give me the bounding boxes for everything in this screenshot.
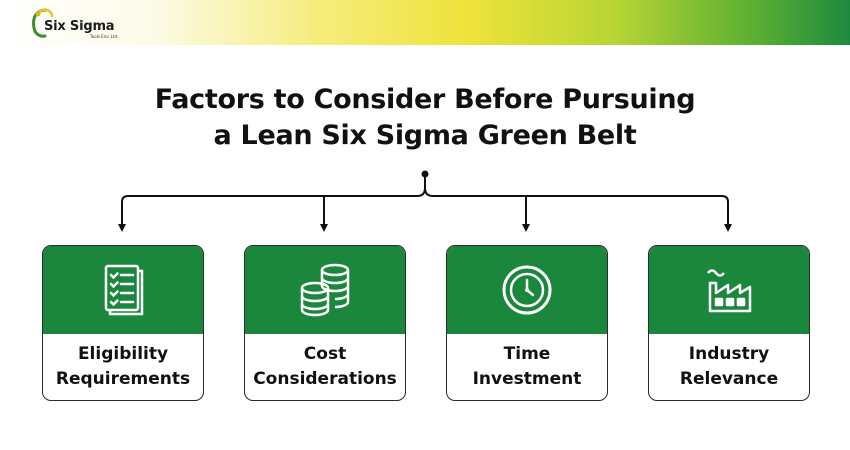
card-label-line-2: Requirements [55,369,191,389]
clock-icon [502,265,552,315]
factor-card-eligibility: Eligibility Requirements [42,245,204,401]
connector-branch-1 [118,174,426,232]
card-label: Time Investment [447,342,607,392]
factory-icon [707,269,752,313]
checklist-icon [104,264,144,316]
card-label-line-1: Eligibility [77,344,169,364]
card-header [447,246,607,334]
card-header [649,246,809,334]
card-header [245,246,405,334]
card-label: Eligibility Requirements [43,342,203,392]
logo-swoosh-icon [32,8,54,38]
card-label-line-2: Relevance [679,369,779,389]
card-label: Industry Relevance [649,342,809,392]
coins-icon [300,263,350,317]
logo-tagline: Tools Env. Ltd. [90,34,119,39]
card-header [43,246,203,334]
card-label-line-1: Cost [303,344,347,364]
card-label-line-2: Considerations [253,369,397,389]
card-label: Cost Considerations [245,342,405,392]
title-line-2: a Lean Six Sigma Green Belt [213,120,637,151]
factor-card-cost: Cost Considerations [244,245,406,401]
logo-brand-name: Six Sigma [44,19,115,34]
header-banner: Six Sigma Tools Env. Ltd. [0,0,850,45]
card-label-line-1: Industry [688,344,770,364]
card-label-line-2: Investment [472,369,582,389]
page-title: Factors to Consider Before Pursuing a Le… [0,82,850,154]
factor-card-time: Time Investment [446,245,608,401]
title-line-1: Factors to Consider Before Pursuing [154,84,696,115]
card-label-line-1: Time [503,344,551,364]
six-sigma-logo[interactable]: Six Sigma Tools Env. Ltd. [30,6,130,40]
factor-card-industry: Industry Relevance [648,245,810,401]
connector-branch-4 [424,187,732,232]
